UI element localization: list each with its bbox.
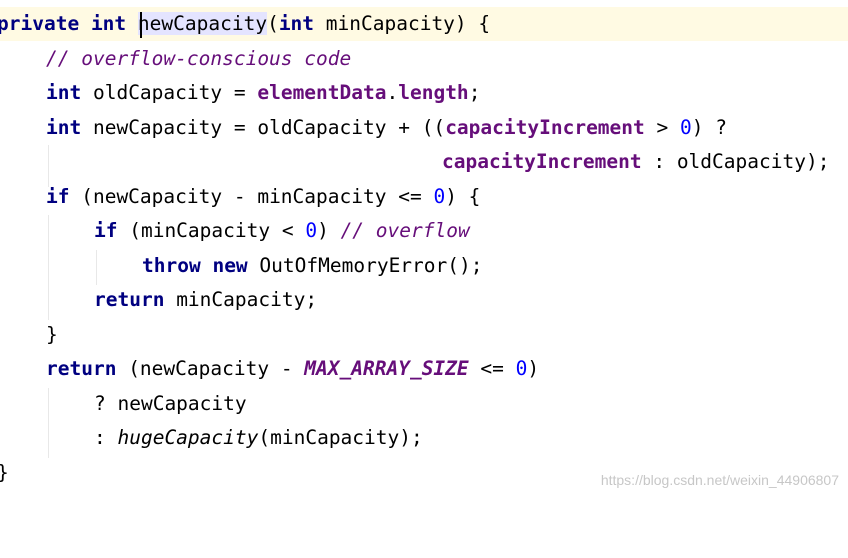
semicolon: ; <box>468 81 481 104</box>
keyword-return: return <box>46 357 117 380</box>
keyword-if: if <box>46 185 70 208</box>
closing-brace: } <box>46 323 58 346</box>
code-text: : oldCapacity); <box>641 150 830 173</box>
number-literal: 0 <box>515 357 528 380</box>
param-type: int <box>278 12 315 35</box>
keyword-if: if <box>94 219 118 242</box>
watermark: https://blog.csdn.net/weixin_44906807 <box>600 472 839 488</box>
comment-text: // overflow-conscious code <box>46 47 352 70</box>
code-line-return-min[interactable]: return minCapacity; <box>0 283 848 317</box>
keyword-throw: throw <box>142 254 201 277</box>
code-line-if-overflow[interactable]: if (minCapacity < 0) // overflow <box>0 214 848 248</box>
code-text: OutOfMemoryError(); <box>247 254 483 277</box>
field-element-data: elementData <box>257 81 387 104</box>
code-line-signature[interactable]: private int newCapacity(int minCapacity)… <box>0 7 848 41</box>
closing-brace: } <box>0 456 9 490</box>
code-line-old-capacity[interactable]: int oldCapacity = elementData.length; <box>0 76 848 110</box>
comment-text: // overflow <box>340 219 470 242</box>
keyword-int: int <box>46 116 82 139</box>
code-text: (minCapacity < <box>117 219 306 242</box>
code-text: minCapacity; <box>164 288 318 311</box>
code-line-new-capacity[interactable]: int newCapacity = oldCapacity + ((capaci… <box>0 111 848 145</box>
code-line-throw[interactable]: throw new OutOfMemoryError(); <box>0 249 848 283</box>
code-text: ) { <box>445 185 481 208</box>
code-text: (minCapacity); <box>258 426 423 449</box>
field-capacity-increment: capacityIncrement <box>445 116 645 139</box>
number-literal: 0 <box>305 219 318 242</box>
field-length: length <box>398 81 469 104</box>
code-line-close-brace[interactable]: } <box>0 318 848 352</box>
indent-guide <box>48 215 49 320</box>
code-line-continuation[interactable]: capacityIncrement : oldCapacity); <box>0 145 848 179</box>
indent-guide <box>48 388 49 458</box>
indent-guide <box>96 250 97 285</box>
code-text: ) ? <box>691 116 727 139</box>
code-line-ternary-true[interactable]: ? newCapacity <box>0 387 848 421</box>
field-capacity-increment: capacityIncrement <box>442 150 642 173</box>
number-literal: 0 <box>680 116 692 139</box>
code-text: (newCapacity - minCapacity <= <box>69 185 434 208</box>
code-line-ternary-false[interactable]: : hugeCapacity(minCapacity); <box>0 421 848 455</box>
code-text: oldCapacity = <box>81 81 258 104</box>
code-text: ) <box>317 219 341 242</box>
code-text: (newCapacity - <box>116 357 305 380</box>
method-call-huge-capacity: hugeCapacity <box>117 426 259 449</box>
code-line-return-ternary[interactable]: return (newCapacity - MAX_ARRAY_SIZE <= … <box>0 352 848 386</box>
paren: ( <box>267 12 279 35</box>
constant-max-array-size: MAX_ARRAY_SIZE <box>304 357 469 380</box>
code-text: <= <box>468 357 516 380</box>
space <box>201 254 213 277</box>
keyword-return: return <box>94 288 165 311</box>
code-line-comment[interactable]: // overflow-conscious code <box>0 42 848 76</box>
keyword-int: int <box>90 12 127 35</box>
code-text: ? newCapacity <box>94 392 247 415</box>
indent-guide <box>48 145 49 187</box>
code-line-method-close[interactable]: } <box>0 456 848 490</box>
dot: . <box>386 81 399 104</box>
code-text: ) <box>527 357 540 380</box>
code-line-if-check[interactable]: if (newCapacity - minCapacity <= 0) { <box>0 180 848 214</box>
number-literal: 0 <box>433 185 446 208</box>
keyword-private: private <box>0 12 80 35</box>
param-rest: minCapacity) { <box>314 12 491 35</box>
code-text: : <box>94 426 118 449</box>
code-text: newCapacity = oldCapacity + (( <box>81 116 446 139</box>
text-caret <box>140 12 142 38</box>
keyword-int: int <box>46 81 82 104</box>
code-editor[interactable]: private int newCapacity(int minCapacity)… <box>0 0 848 498</box>
code-text: > <box>644 116 681 139</box>
keyword-new: new <box>212 254 248 277</box>
method-name-highlight: newCapacity <box>137 12 268 35</box>
